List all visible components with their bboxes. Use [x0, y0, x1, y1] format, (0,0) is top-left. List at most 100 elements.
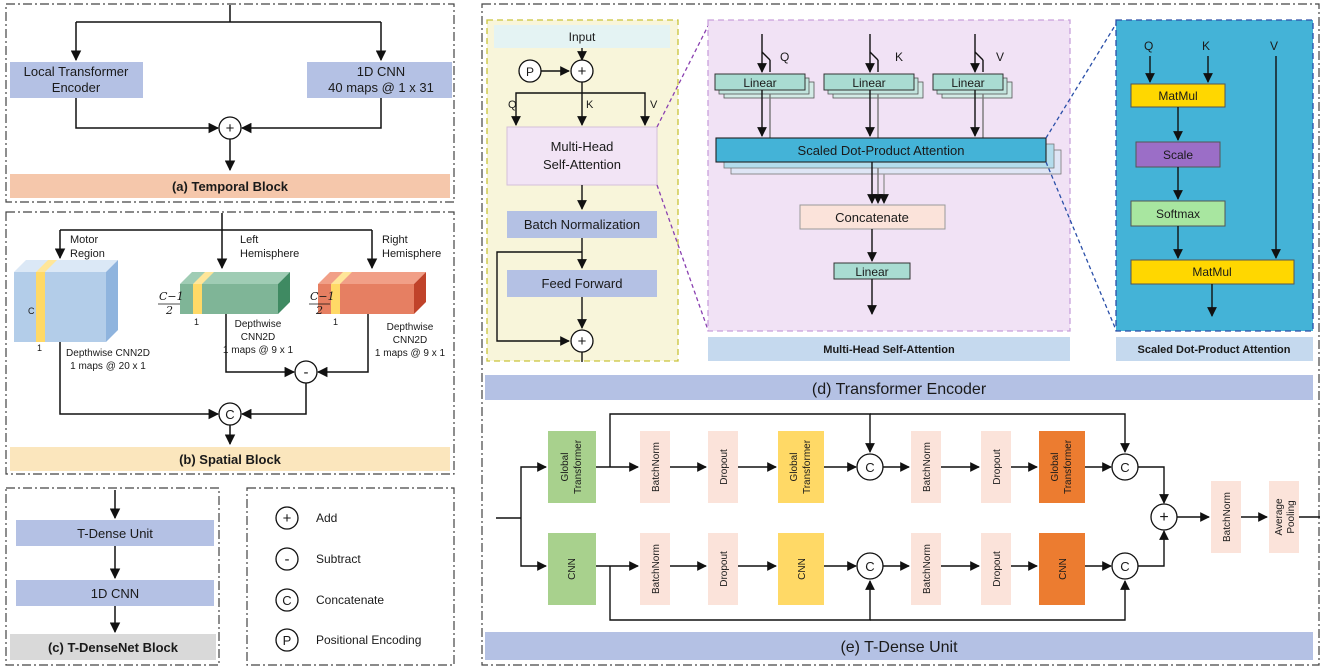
top-do1-label: Dropout: [719, 449, 730, 485]
concatenate-box: [799, 204, 946, 230]
right-hemisphere-label: Right: [382, 234, 408, 246]
top-bn2-label: BatchNorm: [922, 442, 933, 492]
bottom-bn2-label: BatchNorm: [922, 544, 933, 594]
legend: + Add - Subtract C Concatenate P Positio…: [246, 487, 455, 666]
top-do2-label: Dropout: [992, 449, 1003, 485]
spatial-title-bar: [10, 447, 450, 471]
top-gt2-label-2: Transformer: [802, 439, 813, 494]
encoder-residual-add-symbol: +: [578, 333, 587, 350]
right-depthwise-2: CNN2D: [393, 335, 427, 346]
temporal-title-bar: [10, 174, 450, 198]
bottom-cnn3-label: CNN: [1058, 558, 1069, 580]
legend-subtract-icon: [275, 547, 299, 571]
bottom-cnn2-label: CNN: [797, 558, 808, 580]
bottom-cnn-3: [1039, 533, 1085, 605]
right-hemisphere-tensor: [318, 272, 426, 314]
final-batchnorm: [1211, 481, 1241, 553]
encoder-feedforward-label: Feed Forward: [542, 276, 623, 291]
bottom-concat-1-symbol: C: [865, 559, 874, 574]
tdensenet-cnn-box: [16, 580, 214, 606]
encoder-input-box: [494, 25, 670, 48]
motor-depthwise-2: 1 maps @ 20 x 1: [70, 361, 146, 372]
bottom-batchnorm-2: [911, 533, 941, 605]
legend-concat-icon: [275, 588, 299, 612]
top-batchnorm-2: [911, 431, 941, 503]
average-pooling-label-1: Average: [1274, 498, 1285, 536]
matmul-1-label: MatMul: [1158, 89, 1197, 103]
left-depthwise-3: 1 maps @ 9 x 1: [223, 345, 294, 356]
encoder-feedforward-box: [507, 270, 657, 297]
sdpa-q-label: Q: [1144, 39, 1153, 53]
local-transformer-label-2: Encoder: [52, 80, 101, 95]
left-hemisphere-label-2: Hemisphere: [240, 248, 299, 260]
motor-dim-one: 1: [37, 343, 42, 353]
legend-subtract-label: Subtract: [316, 552, 361, 566]
bottom-dropout-1: [708, 533, 738, 605]
bottom-cnn1-label: CNN: [567, 558, 578, 580]
top-gt3-label-1: Global: [1050, 453, 1061, 482]
legend-pos-symbol: P: [283, 633, 292, 648]
right-panel-frame: [481, 3, 1320, 666]
mhsa-panel: Q K V Linear Linear Linear: [707, 19, 1117, 361]
left-hemisphere-tensor: [180, 272, 290, 314]
cnn1d-label: 1D CNN: [357, 64, 405, 79]
legend-frame: [246, 487, 455, 666]
tdense-title-bar: [485, 632, 1313, 660]
temporal-block: Local Transformer Encoder 1D CNN 40 maps…: [5, 3, 455, 203]
tdensenet-block-frame: [5, 487, 220, 666]
linear-v-label: Linear: [951, 76, 984, 90]
motor-region-label-2: Region: [70, 248, 105, 260]
left-dim-one: 1: [194, 317, 199, 327]
right-hemisphere-label-2: Hemisphere: [382, 248, 441, 260]
legend-add-label: Add: [316, 511, 337, 525]
bottom-do2-label: Dropout: [992, 551, 1003, 587]
cnn1d-box: [307, 62, 452, 98]
local-transformer-label: Local Transformer: [24, 64, 129, 79]
mhsa-k-label: K: [895, 50, 903, 64]
sdpa-k-label: K: [1202, 39, 1210, 53]
encoder-batchnorm-label: Batch Normalization: [524, 217, 640, 232]
average-pooling: [1269, 481, 1299, 553]
tdensenet-block: T-Dense Unit 1D CNN (c) T-DenseNet Block: [5, 487, 220, 666]
positional-encoding-symbol: P: [526, 65, 534, 79]
legend-pos-icon: [275, 628, 299, 652]
bottom-bn1-label: BatchNorm: [651, 544, 662, 594]
temporal-title: (a) Temporal Block: [172, 179, 289, 194]
tdense-unit-box: [16, 520, 214, 546]
linear-k-label: Linear: [852, 76, 885, 90]
tdense-add-symbol: +: [1159, 509, 1168, 526]
mhsa-title-bar: [708, 337, 1070, 361]
right-frac-num: C−1: [310, 290, 335, 303]
bottom-cnn-2: [778, 533, 824, 605]
legend-concat-label: Concatenate: [316, 593, 384, 607]
bottom-cnn-1: [548, 533, 596, 605]
transformer-encoder: Input P + Q K V Multi-Head Self-Attentio…: [486, 19, 709, 362]
sdpa-title: Scaled Dot-Product Attention: [1138, 344, 1291, 356]
legend-concat-symbol: C: [282, 593, 291, 608]
left-hemisphere-label: Left: [240, 234, 258, 246]
local-transformer-box: [10, 62, 143, 98]
top-dropout-1: [708, 431, 738, 503]
top-batchnorm-1: [640, 431, 670, 503]
legend-subtract-symbol: -: [285, 551, 290, 568]
top-global-transformer-2: [778, 431, 824, 503]
sdpa-title-bar: [1116, 337, 1313, 361]
top-global-transformer-3: [1039, 431, 1085, 503]
sdpa-stack-label: Scaled Dot-Product Attention: [798, 143, 965, 158]
encoder-v-label: V: [650, 99, 658, 111]
bottom-do1-label: Dropout: [719, 551, 730, 587]
matmul-2-box: [1130, 259, 1295, 285]
mhsa-q-label: Q: [780, 50, 789, 64]
right-depthwise-1: Depthwise: [387, 322, 434, 333]
right-depthwise-3: 1 maps @ 9 x 1: [375, 348, 446, 359]
encoder-mhsa-label-2: Self-Attention: [543, 157, 621, 172]
top-global-transformer-1: [548, 431, 596, 503]
tdensenet-title: (c) T-DenseNet Block: [48, 640, 179, 655]
top-gt1-label-2: Transformer: [573, 439, 584, 494]
sdpa-v-label: V: [1270, 39, 1278, 53]
top-concat-1-symbol: C: [865, 460, 874, 475]
linear-q-label: Linear: [743, 76, 776, 90]
left-depthwise-1: Depthwise: [235, 319, 282, 330]
matmul-2-label: MatMul: [1192, 265, 1231, 279]
